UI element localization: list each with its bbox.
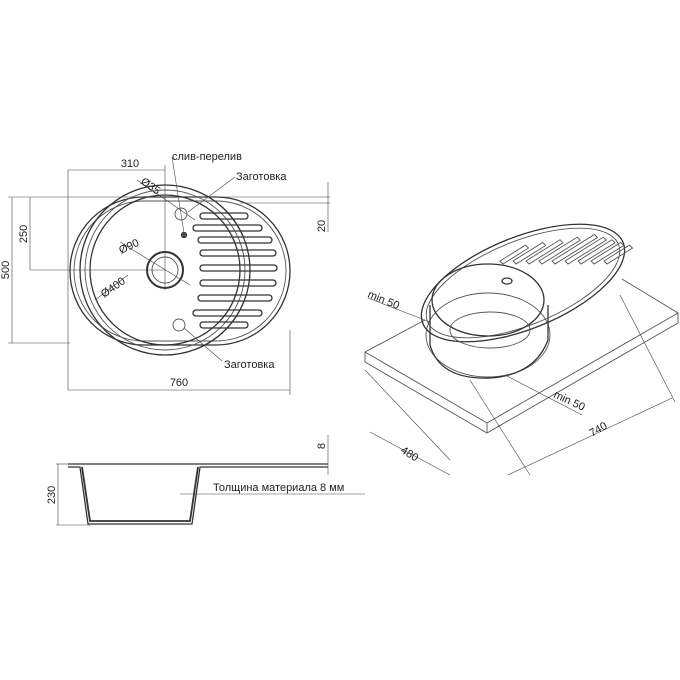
countertop-edges <box>364 313 679 434</box>
dim-500: 500 <box>0 261 12 279</box>
drainer-slot-iso <box>590 241 625 265</box>
sink-rim-outer <box>420 223 626 343</box>
dim-min-front: min 50 <box>552 389 587 414</box>
drainer-slot-iso <box>551 233 599 265</box>
drainer-slot-iso <box>603 244 634 265</box>
blank-hole-top <box>174 207 188 221</box>
drainer-slot <box>199 321 249 329</box>
drainer-slot-iso <box>512 241 547 265</box>
dim-740: 740 <box>588 420 610 440</box>
label-blank-top: Заготовка <box>236 171 287 183</box>
side-view: 230 8 Толщина материала 8 мм <box>46 435 365 526</box>
sink-inner-outline <box>73 200 287 342</box>
dim-drain-diameter: Ø90 <box>117 237 141 257</box>
blank-hole-bottom <box>172 318 186 332</box>
dim-bowl-diameter: Ø400 <box>99 275 128 300</box>
dim-310: 310 <box>121 158 139 170</box>
drainer-slot <box>199 249 277 257</box>
dim-8: 8 <box>316 443 328 449</box>
bowl-opening <box>431 263 545 337</box>
drainer-slot-iso <box>499 244 530 265</box>
sink-section <box>68 463 328 525</box>
drainer-slot <box>199 212 249 220</box>
drainer-slot-iso <box>525 239 564 265</box>
drainer-slot <box>199 264 278 272</box>
label-overflow: слив-перелив <box>172 151 242 163</box>
overflow-iso <box>501 277 513 285</box>
drainer-slot <box>192 309 263 317</box>
drainer-slot <box>197 294 273 302</box>
drainer-slot-iso <box>538 236 581 265</box>
drainer-slot-iso <box>577 239 616 265</box>
dim-20: 20 <box>316 220 328 232</box>
countertop-top <box>364 278 679 424</box>
top-view: 310 760 500 250 20 Ø35 Ø90 Ø400 слив-пер… <box>0 151 330 395</box>
dim-250: 250 <box>18 225 30 243</box>
drainer-slots-iso <box>499 233 634 265</box>
dim-line-740 <box>507 397 673 476</box>
label-blank-bottom: Заготовка <box>224 359 275 371</box>
dim-overflow-diameter: Ø35 <box>138 176 162 198</box>
drainer-slots <box>192 212 278 329</box>
drainer-slot <box>192 224 263 232</box>
dim-line-480-ext <box>364 369 451 461</box>
dim-760: 760 <box>170 377 188 389</box>
label-material-thickness: Толщина материала 8 мм <box>213 482 344 494</box>
dim-min-left: min 50 <box>366 289 401 312</box>
dim-line-480 <box>369 431 451 476</box>
drainer-slot <box>199 279 277 287</box>
drainer-slot <box>197 236 273 244</box>
dim-480: 480 <box>398 444 420 464</box>
iso-view: min 50 min 50 480 740 <box>364 223 679 476</box>
dim-230: 230 <box>46 486 58 504</box>
cutout <box>425 292 551 378</box>
bowl-body <box>429 305 549 379</box>
overflow-hole <box>180 231 188 239</box>
drainer-slot-iso <box>564 236 607 265</box>
